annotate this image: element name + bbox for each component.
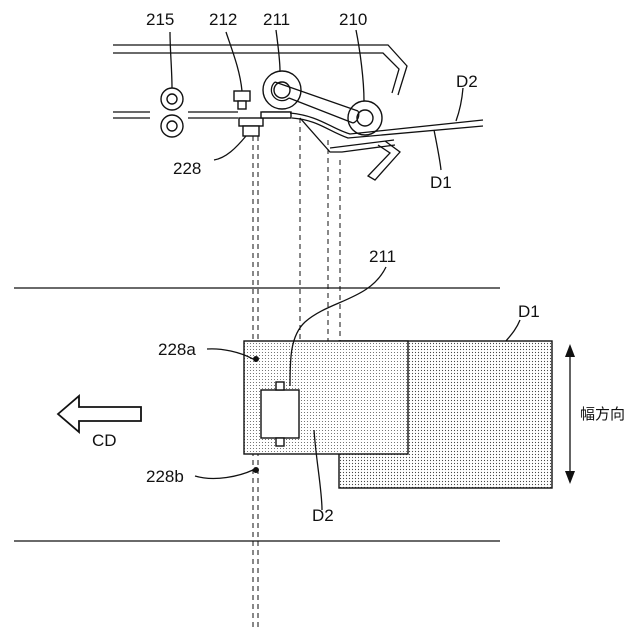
leader-D2-top	[456, 88, 463, 121]
pressure-plate	[261, 112, 291, 118]
roller-211-shaft-top	[276, 382, 284, 390]
sensor-228	[243, 126, 259, 136]
leader-228	[214, 136, 246, 160]
roller-215-upper-hub	[167, 94, 177, 104]
label-228: 228	[173, 159, 201, 178]
roller-210-hub	[357, 110, 373, 126]
leader-D1-mid	[506, 320, 520, 341]
transport-side-view	[113, 30, 483, 180]
label-D2-top: D2	[456, 72, 478, 91]
leader-212	[226, 32, 242, 91]
sensor-228-top	[239, 118, 263, 126]
roller-215-lower-hub	[167, 121, 177, 131]
label-width-direction: 幅方向	[580, 405, 625, 423]
label-228a: 228a	[158, 340, 196, 359]
transport-plan-view	[14, 267, 575, 541]
upper-guide-inner	[113, 53, 399, 93]
label-211-top: 211	[263, 10, 290, 29]
width-arrow-head-bottom	[565, 471, 575, 484]
roller-211-shaft-bottom	[276, 438, 284, 446]
sensor-point-228b	[253, 467, 259, 473]
roller-211-plan	[261, 390, 299, 438]
label-210: 210	[339, 10, 367, 29]
leader-228b	[195, 470, 253, 478]
label-D1-top: D1	[430, 173, 452, 192]
label-211-mid: 211	[369, 247, 396, 266]
label-215: 215	[146, 10, 174, 29]
leader-D1-top	[434, 130, 441, 170]
width-arrow-head-top	[565, 344, 575, 357]
label-D2-bot: D2	[312, 506, 334, 525]
doc-path-upper	[290, 113, 483, 134]
conveyance-direction-arrow	[58, 396, 141, 432]
leader-215	[170, 32, 172, 88]
label-D1-mid: D1	[518, 302, 540, 321]
sensor-212	[234, 91, 250, 101]
label-228b: 228b	[146, 467, 184, 486]
label-212: 212	[209, 10, 237, 29]
leader-210	[356, 30, 364, 101]
label-CD: CD	[92, 431, 117, 450]
leader-211-top	[276, 30, 280, 71]
sensor-212-stem	[238, 101, 246, 109]
sensor-point-228a	[253, 356, 259, 362]
